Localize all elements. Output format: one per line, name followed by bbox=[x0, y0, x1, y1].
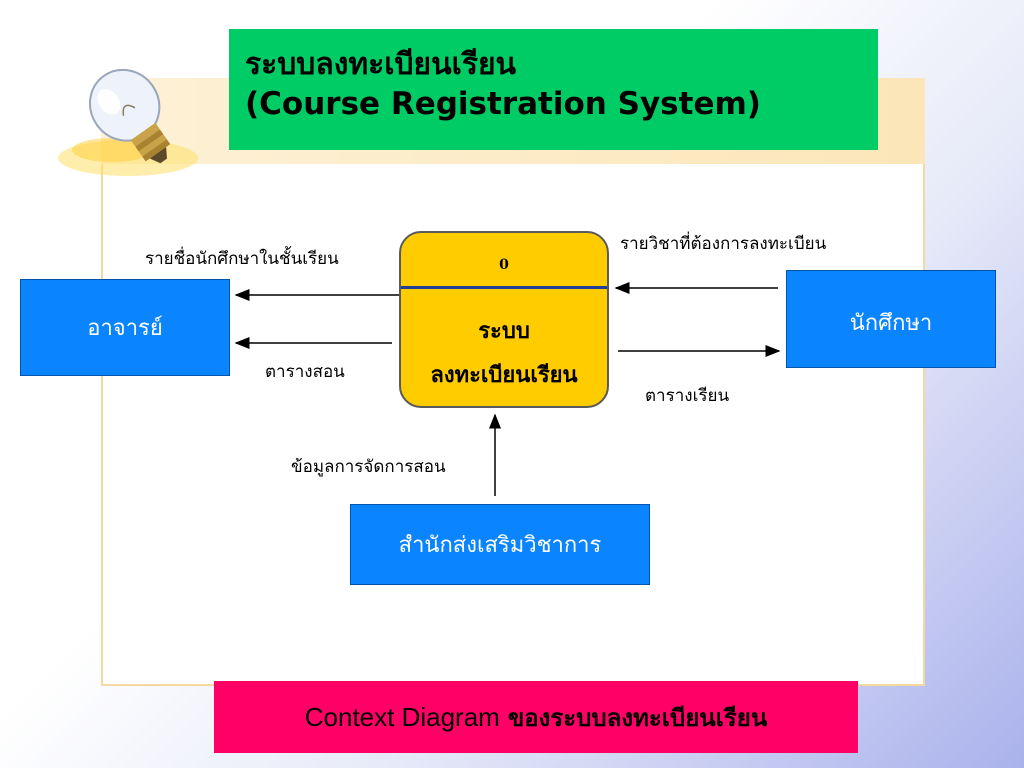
process-name-line2: ลงทะเบียนเรียน bbox=[430, 362, 578, 388]
flow-label-class-roster: รายชื่อนักศึกษาในชั้นเรียน bbox=[145, 249, 339, 269]
title-english: (Course Registration System) bbox=[245, 86, 761, 122]
entity-teacher-label: อาจารย์ bbox=[87, 316, 163, 341]
caption-english: Context Diagram bbox=[304, 701, 500, 732]
process-divider bbox=[401, 286, 607, 289]
caption-banner: Context Diagram ของระบบลงทะเบียนเรียน bbox=[214, 681, 858, 753]
light-bulb-icon bbox=[58, 68, 198, 176]
entity-student[interactable]: นักศึกษา bbox=[786, 270, 996, 368]
process-name: ระบบ ลงทะเบียนเรียน bbox=[401, 309, 607, 397]
process-name-line1: ระบบ bbox=[478, 318, 530, 344]
title-banner: ระบบลงทะเบียนเรียน (Course Registration … bbox=[229, 29, 878, 150]
entity-student-label: นักศึกษา bbox=[849, 311, 933, 336]
flow-label-teaching-schedule: ตารางสอน bbox=[265, 362, 345, 382]
flow-label-requested-courses: รายวิชาที่ต้องการลงทะเบียน bbox=[620, 234, 827, 254]
process-registration-system[interactable]: 0 ระบบ ลงทะเบียนเรียน bbox=[399, 231, 609, 408]
flow-label-class-schedule: ตารางเรียน bbox=[645, 386, 730, 406]
entity-teacher[interactable]: อาจารย์ bbox=[20, 279, 230, 376]
title-thai: ระบบลงทะเบียนเรียน bbox=[245, 47, 517, 82]
entity-academic-office-label: สำนักส่งเสริมวิชาการ bbox=[398, 533, 602, 558]
flow-label-teaching-arrangement: ข้อมูลการจัดการสอน bbox=[291, 457, 446, 477]
entity-academic-office[interactable]: สำนักส่งเสริมวิชาการ bbox=[350, 504, 650, 585]
caption-thai: ของระบบลงทะเบียนเรียน bbox=[507, 702, 768, 732]
process-id: 0 bbox=[499, 257, 509, 273]
